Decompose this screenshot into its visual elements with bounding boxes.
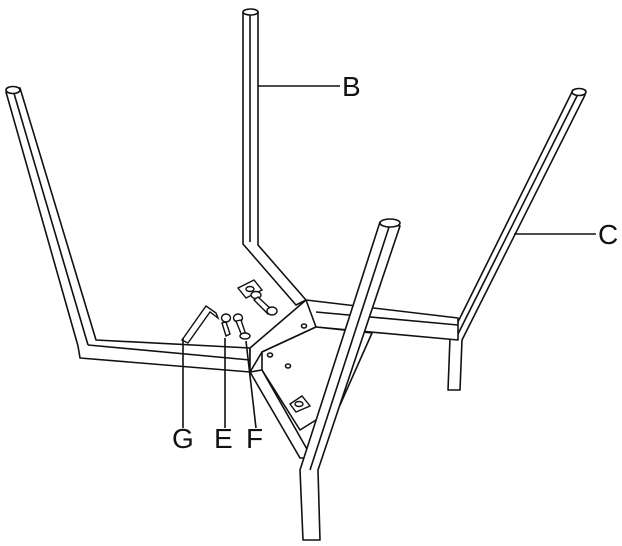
washer-e [220,313,232,337]
bolt-f [232,313,251,340]
leg-b [242,8,307,306]
label-b: B [342,71,361,102]
frame-bolt [250,290,278,316]
leg-front [299,218,401,541]
label-f: F [246,423,263,454]
leg-left [5,85,251,373]
leg-c [447,87,587,391]
label-e: E [214,423,233,454]
leader-f [245,340,257,429]
label-g: G [172,423,194,454]
bracket-tabs [236,279,312,413]
label-c: C [598,219,618,250]
hex-key-g [180,305,220,344]
